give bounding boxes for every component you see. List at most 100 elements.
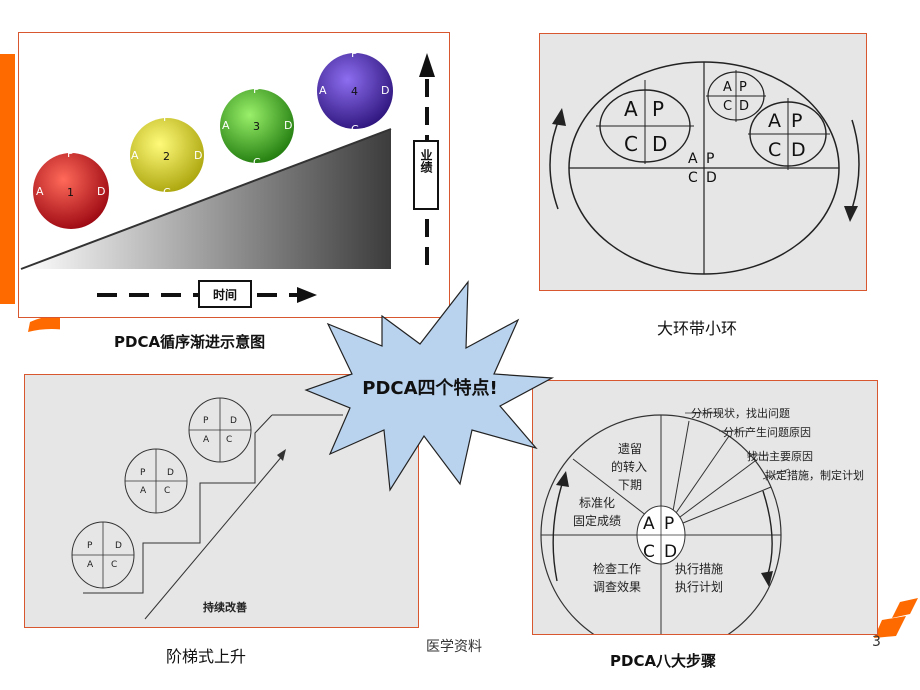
- pdca-wheel-1: P D A C: [71, 521, 135, 589]
- ring-left-a: A: [624, 97, 638, 121]
- improvement-arrow: [144, 454, 284, 620]
- exec-line-2: 执行计划: [675, 580, 723, 594]
- wheel-2-c: C: [164, 486, 170, 496]
- ball-2-a: A: [131, 149, 139, 162]
- orange-accent-left: [0, 54, 60, 332]
- x-axis-label-box: [198, 280, 252, 308]
- caption-stair-step: 阶梯式上升: [166, 647, 247, 666]
- hub-d: D: [664, 542, 677, 562]
- eight-steps-diagram: 分析现状，找出问题 分析产生问题原因 找出主要原因 拟定措施，制定计划 遗留 的…: [540, 406, 864, 656]
- improvement-arrowhead-icon: [277, 449, 286, 461]
- center-d: D: [706, 170, 717, 186]
- ball-1-sphere: [33, 153, 109, 229]
- progressive-diagram: P A 1 D C P A 2 D C P A 3 D C P A: [20, 47, 439, 308]
- ball-4-num: 4: [351, 85, 358, 98]
- ball-4-p: P: [351, 47, 358, 60]
- rotate-right-arrow-icon: [851, 119, 860, 210]
- orange-accent-right: [874, 598, 918, 638]
- step-3: 找出主要原因: [747, 449, 813, 463]
- ball-1-num: 1: [67, 186, 74, 199]
- y-axis-label-box: [413, 140, 439, 210]
- ring-left-c: C: [624, 132, 638, 156]
- pdca-ball-2: P A 2 D C: [130, 111, 204, 199]
- caption-progressive: PDCA循序渐进示意图: [114, 333, 266, 351]
- wheel-3-a: A: [203, 435, 210, 445]
- standard-line-2: 固定成绩: [573, 513, 621, 528]
- stair-step-diagram: P D A C P D A C P D A C 持续改善: [71, 397, 343, 620]
- starburst-shape: [304, 280, 555, 492]
- pdca-ball-4: P A 4 D C: [317, 47, 393, 136]
- ring-top-a: A: [723, 80, 732, 95]
- ball-1-d: D: [97, 185, 105, 198]
- fan-line-3: [679, 460, 756, 518]
- ring-top-d: D: [739, 99, 749, 114]
- ring-top-p: P: [739, 80, 747, 95]
- orange-swoosh: [28, 316, 60, 332]
- rotate-right-arrowhead: [844, 206, 858, 222]
- ball-2-p: P: [163, 111, 170, 124]
- step-1: 分析现状，找出问题: [691, 406, 790, 420]
- fan-line-1: [672, 420, 690, 512]
- ball-3-a: A: [222, 119, 230, 132]
- steps-rotate-left-icon: [552, 480, 564, 582]
- ring-top-small: A P C D: [706, 70, 766, 122]
- stair-outline: [83, 414, 273, 594]
- orange-swoosh-2: [874, 616, 906, 638]
- ball-1-p: P: [67, 147, 74, 160]
- big-small-rings-diagram: A P C D A P C D A P C D A P C: [549, 61, 860, 275]
- steps-rotate-right-head: [761, 571, 773, 587]
- hub-a: A: [643, 514, 655, 534]
- performance-axis: 业绩: [413, 53, 439, 265]
- ball-3-sphere: [220, 89, 294, 163]
- wheel-3-d: D: [230, 416, 237, 426]
- wheel-2-d: D: [167, 468, 174, 478]
- page-number: 3: [872, 634, 881, 650]
- caption-eight-steps: PDCA八大步骤: [610, 652, 717, 670]
- pdca-ball-1: P A 1 D C: [33, 147, 109, 241]
- pdca-ball-3: P A 3 D C: [220, 83, 294, 169]
- center-p: P: [706, 151, 714, 167]
- pdca-wheel-3: P D A C: [188, 397, 252, 463]
- ring-right-a: A: [768, 110, 781, 132]
- ball-4-a: A: [319, 84, 327, 97]
- x-axis-label: 时间: [213, 287, 237, 302]
- pdca-wheel-2: P D A C: [124, 448, 188, 514]
- step-2: 分析产生问题原因: [723, 425, 811, 439]
- hub-p: P: [664, 514, 674, 534]
- fan-line-4: [682, 486, 772, 524]
- panel-progressive-diagram: P A 1 D C P A 2 D C P A 3 D C P A: [18, 32, 450, 318]
- wheel-1-d: D: [115, 541, 122, 551]
- ring-left: A P C D: [596, 80, 694, 164]
- ball-2-c: C: [163, 186, 171, 199]
- leader-4: [762, 468, 790, 480]
- panel-big-small-rings: A P C D A P C D A P C D A P C: [539, 33, 867, 291]
- steps-rotate-left-head: [556, 471, 569, 487]
- rotate-left-arrowhead: [552, 108, 566, 126]
- ring-right-c: C: [768, 139, 781, 161]
- panel-eight-steps: 分析现状，找出问题 分析产生问题原因 找出主要原因 拟定措施，制定计划 遗留 的…: [532, 380, 878, 656]
- right-arrow-icon: [297, 287, 317, 303]
- ball-3-num: 3: [253, 120, 260, 133]
- wheel-2-p: P: [140, 468, 146, 478]
- ball-4-d: D: [381, 84, 389, 97]
- ball-2-d: D: [194, 149, 202, 162]
- ring-right-p: P: [791, 110, 802, 132]
- fan-line-2: [675, 435, 730, 514]
- starburst-text: PDCA四个特点!: [362, 377, 497, 399]
- wheel-1-p: P: [87, 541, 93, 551]
- orange-bar: [0, 54, 15, 304]
- hub-c: C: [643, 542, 655, 562]
- continuous-improvement-label: 持续改善: [203, 600, 247, 614]
- ring-right-d: D: [791, 139, 806, 161]
- time-axis: 时间: [97, 280, 317, 308]
- big-ring-center-letters: A P C D: [688, 151, 717, 186]
- ball-4-sphere: [317, 53, 393, 129]
- remain-line-3: 下期: [618, 478, 642, 492]
- exec-line-1: 执行措施: [675, 562, 723, 576]
- rotate-left-arrow-icon: [549, 121, 559, 210]
- steps-hub: A P C D: [636, 505, 686, 565]
- check-line-1: 检查工作: [593, 561, 641, 576]
- step-4: 拟定措施，制定计划: [765, 468, 864, 482]
- check-line-2: 调查效果: [593, 579, 641, 594]
- ramp-edge: [20, 128, 392, 270]
